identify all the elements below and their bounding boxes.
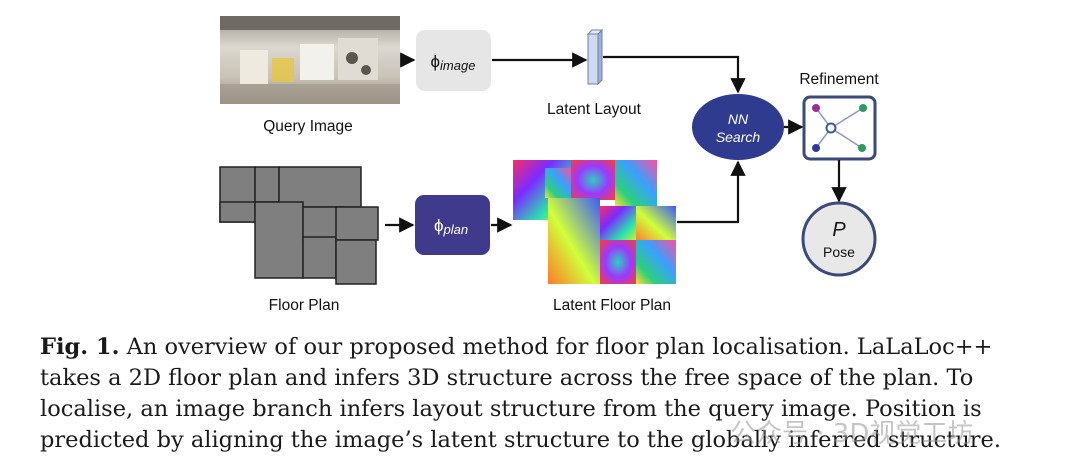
pose-node xyxy=(801,201,877,277)
latent-layout-vector xyxy=(586,28,604,86)
figure-caption: Fig. 1. An overview of our proposed meth… xyxy=(40,332,1050,456)
arrow-latent-to-nn xyxy=(603,55,746,94)
nn-search-node xyxy=(692,94,784,160)
pose-label: Pose xyxy=(823,244,855,260)
method-overview-diagram: Query Image ϕimage Latent Layout Floor P… xyxy=(219,16,879,314)
flow-arrows xyxy=(385,52,847,233)
nn-search-label-line1: NN xyxy=(728,111,749,127)
latent-layout-label: Latent Layout xyxy=(547,101,642,118)
refinement-box xyxy=(802,95,877,161)
latent-floor-plan xyxy=(513,160,676,284)
image-encoder-box xyxy=(416,30,491,91)
query-image-label: Query Image xyxy=(263,118,353,135)
arrow-latent-plan-to-nn xyxy=(677,160,746,224)
floor-plan-label: Floor Plan xyxy=(269,297,340,314)
image-encoder-label: ϕimage xyxy=(431,52,476,73)
plan-encoder-box xyxy=(415,195,490,255)
watermark: 公众号 · 3D视觉工坊 xyxy=(730,419,974,449)
floor-plan-drawing xyxy=(219,166,379,285)
latent-floor-plan-label: Latent Floor Plan xyxy=(553,297,671,314)
refinement-label: Refinement xyxy=(799,71,879,88)
nn-search-label-line2: Search xyxy=(716,129,761,145)
pose-symbol: P xyxy=(832,219,846,241)
caption-label: Fig. 1. xyxy=(40,334,120,360)
plan-encoder-label: ϕplan xyxy=(434,216,468,237)
query-image-thumbnail xyxy=(220,16,400,104)
caption-text: An overview of our proposed method for f… xyxy=(40,334,1002,453)
